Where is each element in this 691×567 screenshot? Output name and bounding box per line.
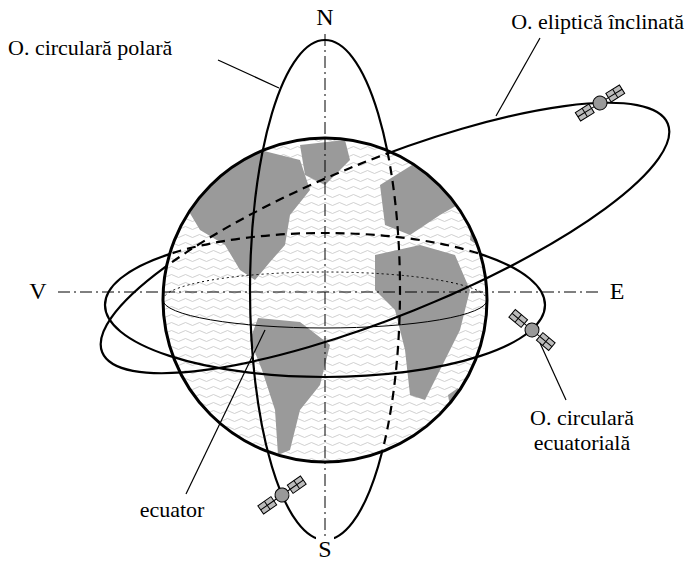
- axis-letter: E: [608, 278, 627, 306]
- axis-letter: V: [27, 278, 48, 306]
- axis-letter: N: [314, 4, 335, 32]
- orbits-outside: [73, 40, 691, 540]
- orbit-label: O. circulară ecuatorială: [505, 405, 659, 456]
- orbit-label: O. eliptică înclinată: [509, 9, 686, 34]
- satellite: [508, 308, 557, 352]
- orbit-label: O. circulară polară: [6, 35, 174, 60]
- orbits-inside: [73, 40, 691, 540]
- globe: [163, 138, 492, 462]
- axis-letter: S: [316, 536, 333, 564]
- equator-front: [163, 300, 487, 328]
- satellite: [257, 474, 308, 515]
- satellite: [574, 83, 626, 122]
- equator-label: ecuator: [138, 497, 207, 522]
- equator-back: [163, 272, 487, 300]
